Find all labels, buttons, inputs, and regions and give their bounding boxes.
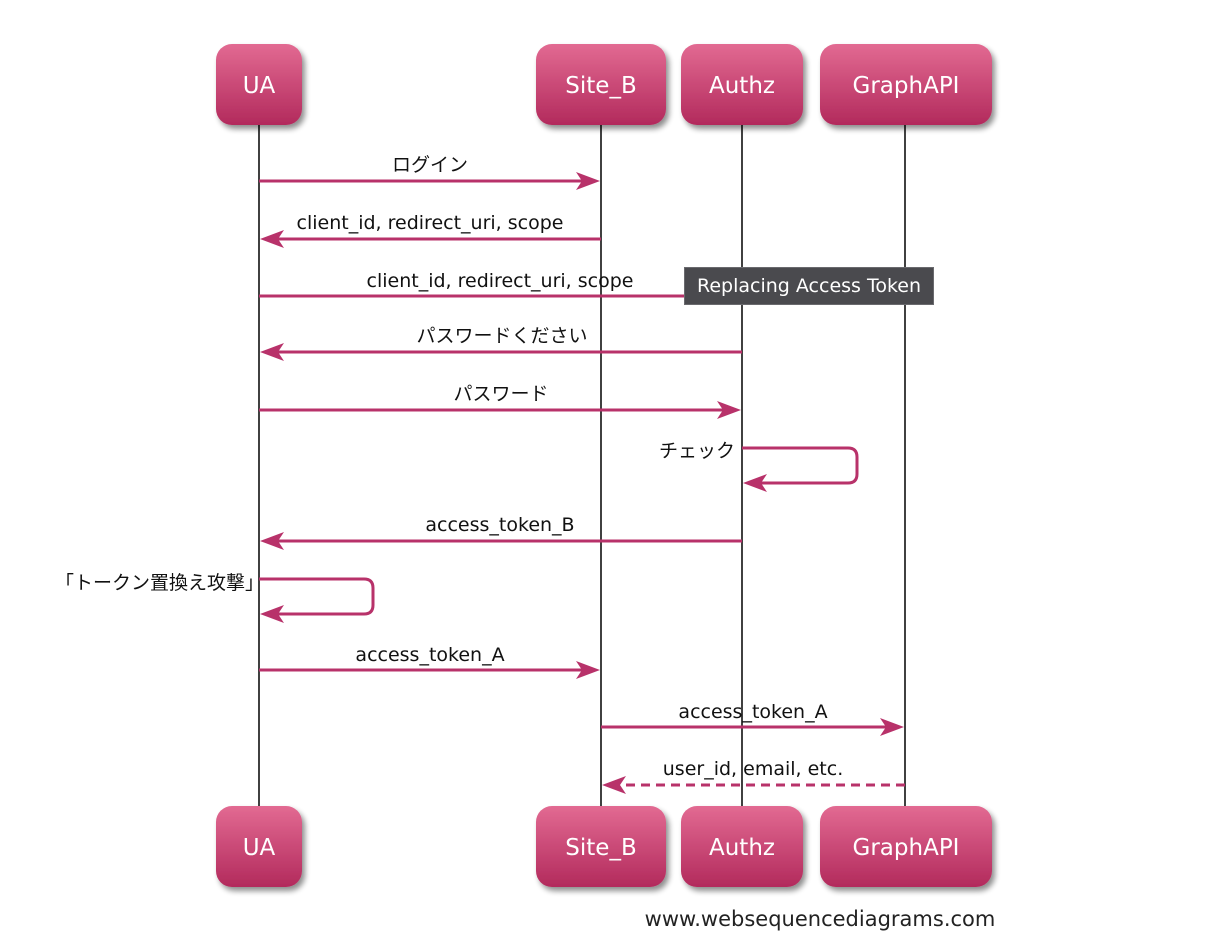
message-label: access_token_A bbox=[678, 701, 827, 723]
message-label: client_id, redirect_uri, scope bbox=[367, 270, 634, 292]
message-client-params-return: client_id, redirect_uri, scope bbox=[260, 212, 601, 248]
actor-site-b-top: Site_B bbox=[536, 44, 666, 125]
message-access-token-a-site: access_token_A bbox=[259, 644, 600, 679]
actors-top: UA Site_B Authz GraphAPI bbox=[216, 44, 992, 125]
watermark: www.websequencediagrams.com bbox=[645, 907, 996, 931]
actors-bottom: UA Site_B Authz GraphAPI bbox=[216, 806, 992, 887]
actor-site-b-label: Site_B bbox=[565, 835, 636, 861]
message-login: ログイン bbox=[259, 154, 600, 190]
actor-graphapi-label: GraphAPI bbox=[853, 73, 960, 99]
actor-graphapi-top: GraphAPI bbox=[820, 44, 992, 125]
actor-authz-bottom: Authz bbox=[681, 806, 803, 887]
actor-authz-label: Authz bbox=[709, 73, 775, 99]
actor-ua-label: UA bbox=[243, 73, 276, 99]
actor-ua-bottom: UA bbox=[216, 806, 302, 887]
message-label: access_token_B bbox=[425, 514, 574, 536]
actor-site-b-bottom: Site_B bbox=[536, 806, 666, 887]
message-password-request: パスワードください bbox=[260, 325, 742, 361]
actor-authz-top: Authz bbox=[681, 44, 803, 125]
actor-authz-label: Authz bbox=[709, 835, 775, 861]
message-access-token-b: access_token_B bbox=[260, 514, 742, 550]
message-label: パスワードください bbox=[416, 325, 587, 347]
message-label: access_token_A bbox=[355, 644, 504, 666]
message-access-token-a-graph: access_token_A bbox=[601, 701, 904, 736]
actor-graphapi-bottom: GraphAPI bbox=[820, 806, 992, 887]
message-token-swap-self: 「トークン置換え攻撃」 bbox=[55, 572, 375, 623]
message-label: client_id, redirect_uri, scope bbox=[297, 212, 564, 234]
actor-ua-top: UA bbox=[216, 44, 302, 125]
tooltip: Replacing Access Token bbox=[684, 267, 935, 305]
message-label: 「トークン置換え攻撃」 bbox=[55, 572, 264, 594]
message-label: チェック bbox=[659, 440, 735, 462]
actor-site-b-label: Site_B bbox=[565, 73, 636, 99]
actor-ua-label: UA bbox=[243, 835, 276, 861]
messages: ログイン client_id, redirect_uri, scope clie… bbox=[55, 154, 905, 794]
message-label: パスワード bbox=[453, 383, 548, 405]
message-password: パスワード bbox=[259, 383, 741, 419]
message-user-info-return: user_id, email, etc. bbox=[602, 758, 905, 794]
actor-graphapi-label: GraphAPI bbox=[853, 835, 960, 861]
message-label: ログイン bbox=[392, 154, 468, 176]
message-label: user_id, email, etc. bbox=[663, 758, 843, 780]
message-client-params-authz: client_id, redirect_uri, scope bbox=[259, 270, 741, 305]
message-check-self: チェック bbox=[659, 440, 859, 492]
